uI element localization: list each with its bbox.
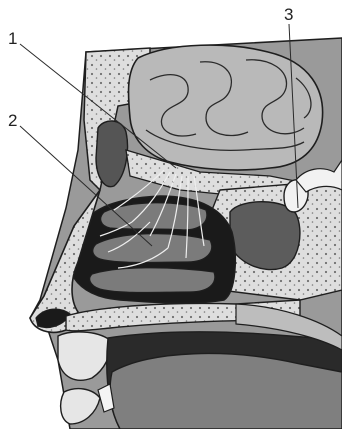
sphenoid-sinus [230,202,300,270]
tongue [110,354,342,429]
callout-3-label: 3 [284,5,293,24]
nasal-conchae [90,203,215,293]
callout-1-label: 1 [8,29,17,48]
callout-2-label: 2 [8,111,17,130]
